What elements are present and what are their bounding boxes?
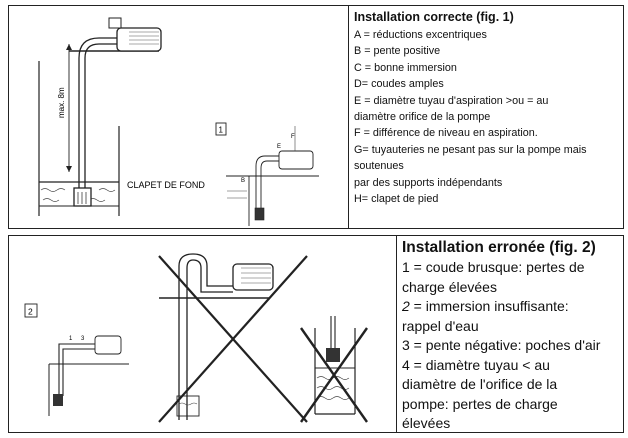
- wrong-installation-diagram: 2 1 3: [24, 253, 368, 423]
- height-label: max. 8m: [57, 87, 66, 118]
- cross-mark: [300, 327, 368, 423]
- correct-installation-diagram: max. 8m CLAPET DE FOND 1: [38, 17, 319, 226]
- list-item: F = différence de niveau en aspiration.: [354, 127, 538, 140]
- svg-text:B: B: [241, 178, 245, 184]
- list-item: pompe: pertes de charge: [402, 395, 558, 412]
- list-item: B = pente positive: [354, 45, 441, 58]
- list-item: A = réductions excentriques: [354, 29, 487, 41]
- correct-installation-list: A = réductions excentriques B = pente po…: [354, 27, 622, 207]
- wrong-installation-text: Installation erronée (fig. 2) 1 = coude …: [402, 236, 622, 434]
- wrong-installation-list: 1 = coude brusque: pertes de charge élev…: [402, 258, 622, 434]
- svg-text:E: E: [277, 144, 281, 150]
- svg-text:F: F: [291, 134, 295, 140]
- list-item: 4 = diamètre tuyau < au: [402, 356, 550, 373]
- pump-icon: [116, 27, 162, 52]
- list-item: H= clapet de pied: [354, 193, 439, 206]
- list-item: D= coudes amples: [354, 78, 444, 91]
- list-item: charge élevées: [402, 278, 497, 295]
- list-item: diamètre orifice de la pompe: [354, 111, 491, 124]
- svg-text:1: 1: [69, 336, 73, 342]
- list-item: G= tuyauteries ne pesant pas sur la pomp…: [354, 143, 587, 156]
- wrong-installation-title: Installation erronée (fig. 2): [402, 239, 596, 256]
- wrong-installation-panel: 2 1 3: [8, 235, 624, 433]
- correct-installation-figure: max. 8m CLAPET DE FOND 1: [9, 6, 349, 228]
- list-item: rappel d'eau: [402, 317, 479, 334]
- wrong-installation-figure: 2 1 3: [9, 236, 397, 432]
- list-item: soutenues: [354, 160, 404, 173]
- correct-installation-title: Installation correcte (fig. 1): [354, 10, 514, 24]
- foot-valve-label: CLAPET DE FOND: [127, 180, 205, 190]
- fig2-number: 2: [28, 307, 33, 317]
- foot-valve-icon: [73, 187, 92, 207]
- fig1-number: 1: [219, 126, 224, 135]
- list-item: E = diamètre tuyau d'aspiration >ou = au: [354, 94, 549, 107]
- list-item: 1 = coude brusque: pertes de: [402, 259, 585, 275]
- list-item: 3 = pente négative: poches d'air: [402, 337, 601, 353]
- correct-installation-panel: max. 8m CLAPET DE FOND 1: [8, 5, 624, 229]
- cross-mark: [158, 255, 308, 423]
- svg-text:3: 3: [81, 336, 85, 342]
- pump-icon: [232, 263, 274, 291]
- list-item: 2 = immersion insuffisante:: [402, 298, 569, 314]
- correct-installation-text: Installation correcte (fig. 1) A = réduc…: [354, 6, 622, 207]
- list-item: élevées: [402, 415, 451, 431]
- list-item: C = bonne immersion: [354, 61, 457, 74]
- list-item: diamètre de l'orifice de la: [402, 376, 558, 392]
- list-item: par des supports indépendants: [354, 176, 503, 189]
